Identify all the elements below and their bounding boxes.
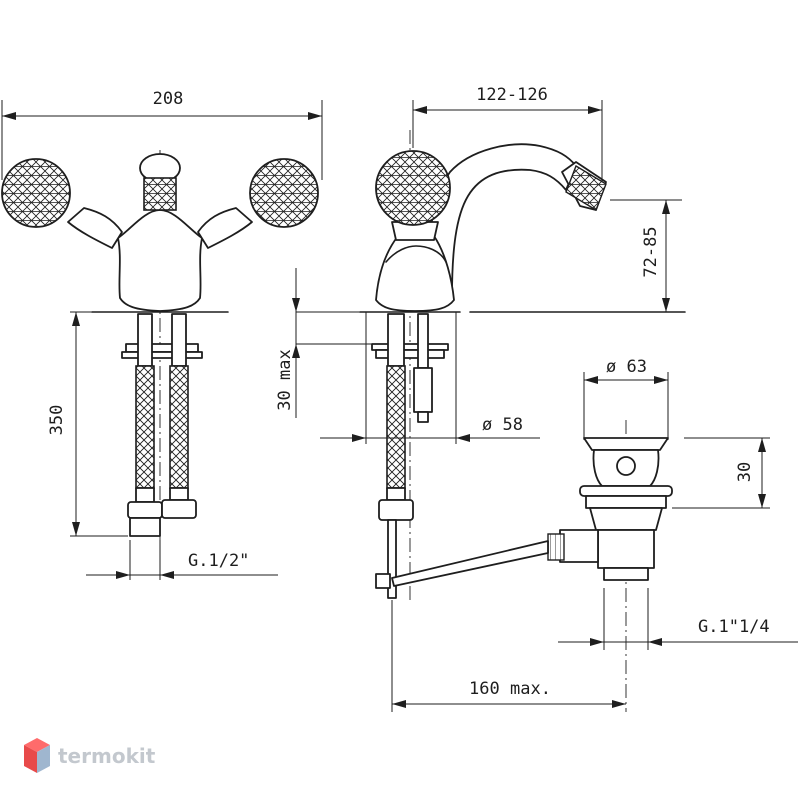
dim-waste-thread-label: G.1"1/4 xyxy=(698,617,770,637)
termokit-logo-icon xyxy=(24,738,50,773)
dimension-rod-length: 160 max. xyxy=(391,600,626,712)
dim-spout-height-label: 72-85 xyxy=(641,226,661,277)
front-nozzle xyxy=(143,177,177,211)
waste-lever-grip xyxy=(547,533,565,561)
side-plate xyxy=(375,349,445,359)
dim-spout-reach-label: 122-126 xyxy=(476,85,548,105)
waste-plug-pin xyxy=(616,456,636,476)
front-ferrule-right xyxy=(169,487,189,501)
front-nut-right xyxy=(161,499,197,519)
front-view xyxy=(1,150,319,540)
waste-view xyxy=(391,420,673,712)
dimension-overall-width: 208 xyxy=(1,89,323,180)
dim-thread-supply-label: G.1/2" xyxy=(188,551,249,571)
front-ferrule-left xyxy=(135,487,155,503)
dim-rod-length-label: 160 max. xyxy=(469,679,551,699)
dimension-waste-diameter: ø 63 xyxy=(583,357,669,440)
side-rod-clamp xyxy=(375,573,391,589)
dim-max-thickness-label: 30 max xyxy=(275,349,295,410)
front-body xyxy=(117,209,203,312)
side-popup-rod xyxy=(387,519,397,599)
waste-lock-ring xyxy=(585,495,667,509)
side-view xyxy=(359,130,686,600)
side-hose xyxy=(386,365,406,489)
side-fix-tip xyxy=(417,411,429,423)
side-body xyxy=(375,235,455,312)
side-handle xyxy=(375,150,451,226)
front-arm-right xyxy=(197,207,253,249)
front-stud-left xyxy=(137,313,153,367)
front-stud-right xyxy=(171,313,187,367)
dim-waste-height-label: 30 xyxy=(735,462,755,482)
side-body-curve xyxy=(385,245,447,263)
side-nut xyxy=(378,499,414,521)
dimension-waste-height: 30 xyxy=(672,437,770,509)
waste-cap xyxy=(583,437,669,451)
front-handle-left xyxy=(1,158,71,228)
front-hose-left xyxy=(135,365,155,489)
side-fix-rod xyxy=(417,313,429,369)
waste-flange xyxy=(579,485,673,497)
dimension-max-thickness: 30 max xyxy=(275,268,372,418)
front-handle-right xyxy=(249,158,319,228)
dimension-hose-length: 350 xyxy=(47,311,128,537)
waste-body-top xyxy=(589,507,663,531)
side-nozzle-knurl xyxy=(565,164,607,212)
dim-hole-diameter-label: ø 58 xyxy=(482,415,523,435)
watermark: termokit xyxy=(24,738,156,773)
dim-hose-length-label: 350 xyxy=(47,405,67,436)
front-nut-left-lower xyxy=(129,517,161,537)
watermark-brand: termokit xyxy=(58,744,156,768)
waste-lever-socket xyxy=(559,529,599,563)
dimension-spout-reach: 122-126 xyxy=(412,85,603,182)
side-stud xyxy=(387,313,405,367)
waste-tail xyxy=(603,567,649,581)
dimension-spout-height: 72-85 xyxy=(610,199,682,312)
dim-overall-width-label: 208 xyxy=(153,89,184,109)
front-hose-right xyxy=(169,365,189,489)
dimension-waste-thread: G.1"1/4 xyxy=(558,588,798,650)
front-nut-left xyxy=(127,501,163,519)
side-fix-nut xyxy=(413,367,433,413)
front-arm-left xyxy=(67,207,123,249)
waste-body xyxy=(597,529,655,569)
dimension-thread-supply: G.1/2" xyxy=(86,540,278,580)
waste-connecting-rod xyxy=(391,540,549,587)
dim-waste-diameter-label: ø 63 xyxy=(606,357,647,377)
side-ferrule xyxy=(386,487,406,501)
front-plate-top xyxy=(125,343,199,353)
dimension-hole-diameter: ø 58 xyxy=(320,312,540,444)
front-plate xyxy=(121,351,203,359)
